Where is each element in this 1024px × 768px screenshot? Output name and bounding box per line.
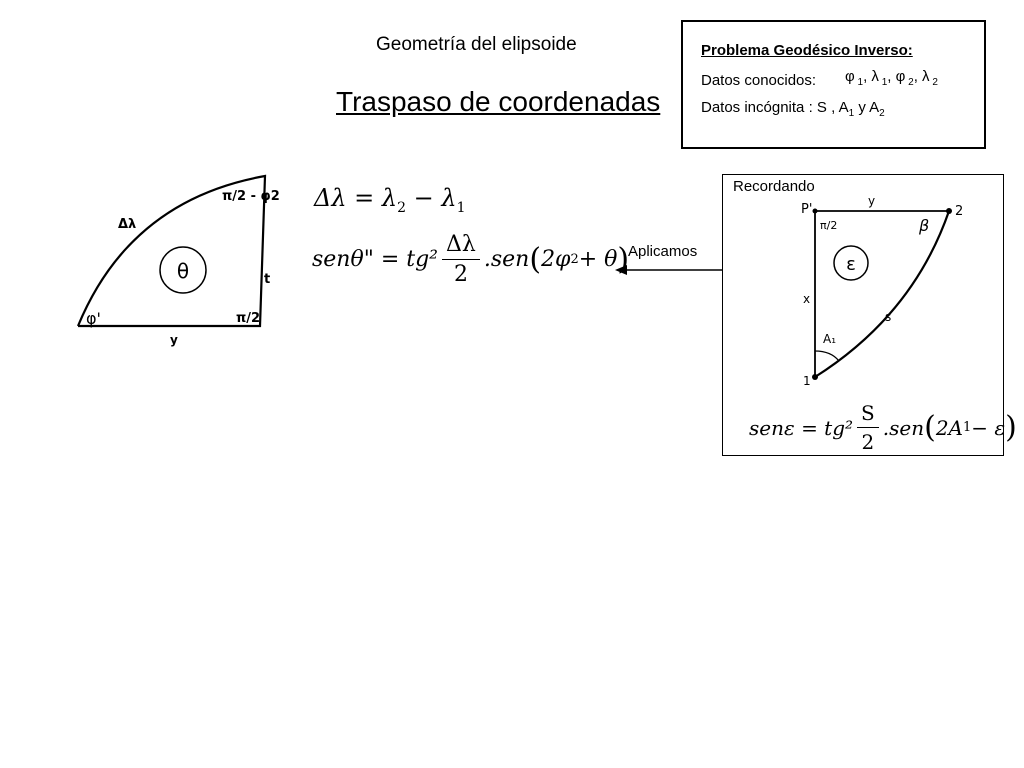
center-epsilon: ε xyxy=(846,254,856,275)
equation-delta-lambda: Δλ = λ2 − λ1 xyxy=(314,184,466,216)
bottom-side-label: y xyxy=(170,333,178,347)
right-side-label: t xyxy=(264,272,270,287)
epsilon-circle xyxy=(833,245,869,281)
arc-label: Δλ xyxy=(118,217,136,232)
hypotenuse-s-label: s xyxy=(885,310,891,324)
known-data-values: φ 1, λ 1, φ 2, λ 2 xyxy=(845,68,938,88)
point-p-label: P' xyxy=(801,202,812,217)
top-side-y-label: y xyxy=(868,195,875,208)
center-circle xyxy=(159,246,207,294)
triangle-diagram: ε P' 2 y π/2 β x s A₁ 1 xyxy=(801,195,963,388)
recall-label: Recordando xyxy=(733,178,815,195)
top-right-angle-label: π/2 - φ2 xyxy=(222,189,280,204)
beta-label: β xyxy=(918,216,929,235)
apply-label: Aplicamos xyxy=(628,243,698,260)
point-1-label: 1 xyxy=(803,374,811,388)
arrow-left-icon xyxy=(615,265,722,275)
point-2-label: 2 xyxy=(955,204,963,219)
bottom-left-angle-label: φ' xyxy=(86,309,101,328)
unknown-data: Datos incógnita : S , A1 y A2 xyxy=(701,99,885,119)
quadrant-diagram: θ Δλ π/2 - φ2 t π/2 φ' y xyxy=(76,174,280,347)
bottom-right-angle-label: π/2 xyxy=(236,311,260,326)
problem-box: Problema Geodésico Inverso: Datos conoci… xyxy=(681,20,986,149)
page-title: Traspaso de coordenadas xyxy=(336,86,661,117)
recall-box: Recordando ε P' 2 y π/2 β x s A₁ 1 senε … xyxy=(722,174,1017,456)
azimuth-a1-label: A₁ xyxy=(823,332,836,346)
problem-heading: Problema Geodésico Inverso: xyxy=(701,42,913,59)
subtitle: Geometría del elipsoide xyxy=(376,34,577,55)
known-data-label: Datos conocidos: xyxy=(701,72,817,89)
right-angle-label: π/2 xyxy=(820,219,837,232)
center-theta: θ xyxy=(177,259,189,283)
geodesic-curve xyxy=(814,210,951,378)
quadrant-outline xyxy=(76,174,267,328)
left-side-x-label: x xyxy=(803,292,810,306)
